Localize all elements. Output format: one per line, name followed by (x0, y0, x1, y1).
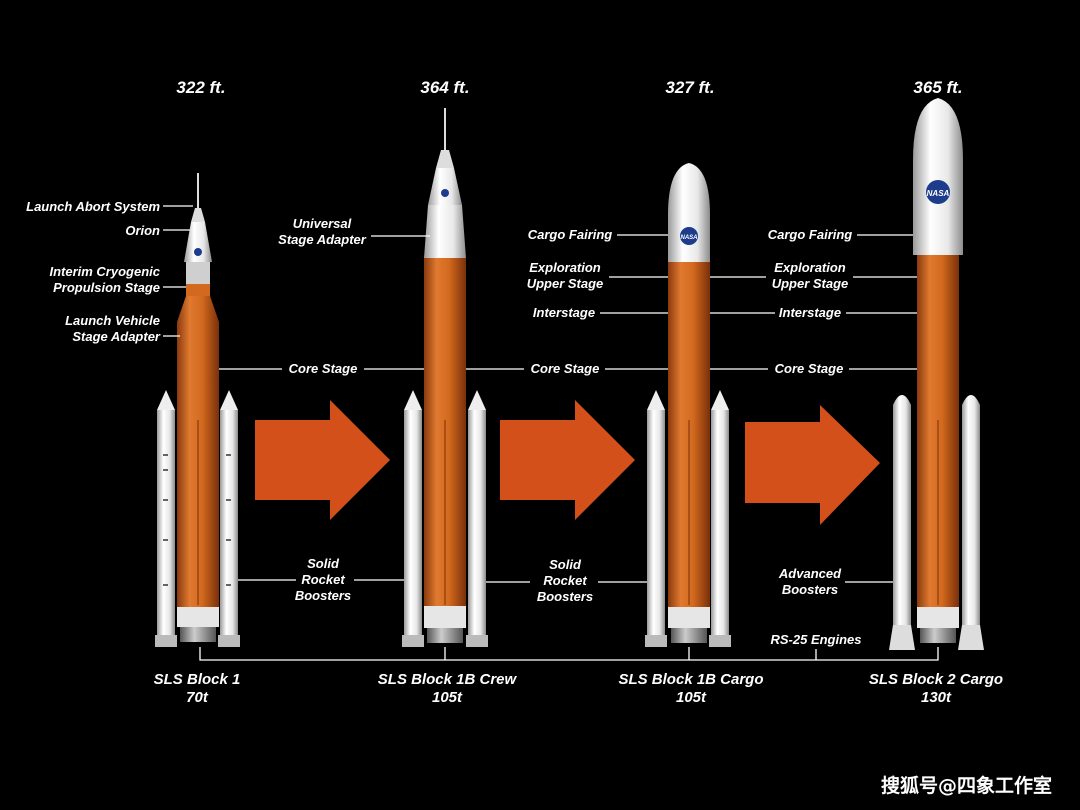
label-upper-stage-2: Upper Stage (772, 276, 849, 291)
leader-lines (163, 205, 939, 661)
label-boosters-2: Boosters (537, 589, 593, 604)
rocket-name-1: SLS Block 1 (154, 671, 241, 688)
label-rocket-1: Rocket (301, 572, 345, 587)
label-solid-2: Solid (549, 557, 582, 572)
label-cargo-fairing-1: Cargo Fairing (528, 227, 613, 242)
label-core-stage-2: Core Stage (531, 361, 600, 376)
label-core-stage-1: Core Stage (289, 361, 358, 376)
label-boosters-1: Boosters (295, 588, 351, 603)
label-advanced: Advanced (778, 566, 842, 581)
rocket-name-2: SLS Block 1B Crew (378, 671, 518, 688)
rocket-sls-block-2-cargo: NASA (889, 98, 984, 650)
label-launch-vehicle: Launch Vehicle (65, 313, 160, 328)
nasa-logo-text-4: NASA (927, 189, 950, 198)
rocket-name-4: SLS Block 2 Cargo (869, 671, 1003, 688)
height-label-block1: 322 ft. (176, 78, 225, 97)
arrow-2 (500, 400, 635, 520)
label-orion: Orion (125, 223, 160, 238)
rocket-payload-1: 70t (186, 689, 209, 706)
rocket-name-3: SLS Block 1B Cargo (618, 671, 763, 688)
rocket-sls-block-1b-crew (402, 108, 488, 647)
height-label-block1b-crew: 364 ft. (420, 78, 469, 97)
arrow-3 (745, 405, 880, 525)
arrow-1 (255, 400, 390, 520)
height-label-block2-cargo: 365 ft. (913, 78, 962, 97)
height-label-block1b-cargo: 327 ft. (665, 78, 714, 97)
label-rs25-engines: RS-25 Engines (770, 632, 861, 647)
label-interstage-1: Interstage (533, 305, 595, 320)
label-upper-stage-1: Upper Stage (527, 276, 604, 291)
label-universal-stage-adapter: Stage Adapter (278, 232, 367, 247)
label-launch-abort-system: Launch Abort System (26, 199, 160, 214)
label-exploration-1: Exploration (529, 260, 601, 275)
rocket-sls-block-1b-cargo: NASA (645, 163, 731, 647)
label-propulsion-stage: Propulsion Stage (53, 280, 160, 295)
label-rocket-2: Rocket (543, 573, 587, 588)
label-universal: Universal (293, 216, 352, 231)
label-core-stage-3: Core Stage (775, 361, 844, 376)
label-exploration-2: Exploration (774, 260, 846, 275)
rocket-payload-3: 105t (676, 689, 707, 706)
watermark: 搜狐号@四象工作室 (881, 774, 1052, 797)
label-interim-cryogenic: Interim Cryogenic (49, 264, 160, 279)
rocket-sls-block-1 (155, 173, 240, 647)
rocket-payload-4: 130t (921, 689, 952, 706)
label-cargo-fairing-2: Cargo Fairing (768, 227, 853, 242)
label-solid-1: Solid (307, 556, 340, 571)
rocket-payload-2: 105t (432, 689, 463, 706)
label-advanced-boosters: Boosters (782, 582, 838, 597)
label-interstage-2: Interstage (779, 305, 841, 320)
label-stage-adapter: Stage Adapter (72, 329, 161, 344)
nasa-logo-text-3: NASA (680, 235, 697, 241)
